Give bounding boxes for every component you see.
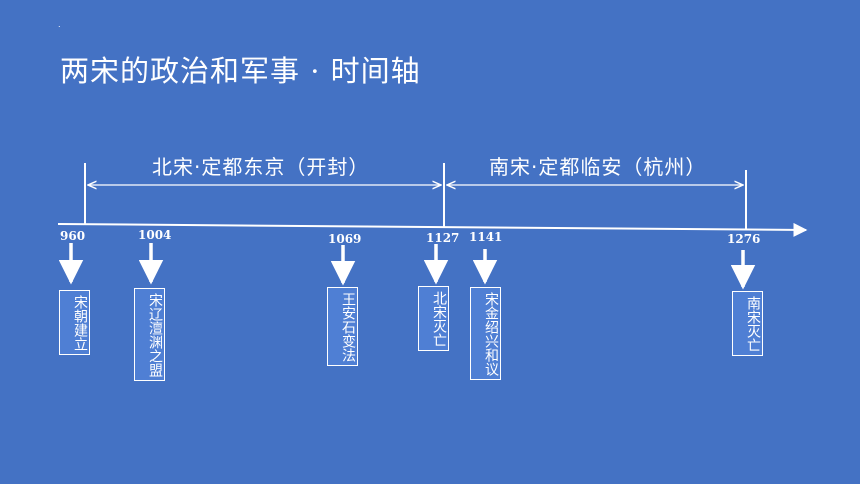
event-box: 南宋灭亡 (732, 291, 763, 356)
page-title: 两宋的政治和军事 · 时间轴 (60, 54, 421, 88)
event-box: 宋金绍兴和议 (470, 287, 501, 380)
corner-mark: . (58, 20, 61, 29)
year-label: 1127 (426, 231, 460, 245)
year-label: 1069 (328, 232, 362, 246)
year-label: 960 (60, 229, 86, 243)
year-label: 1004 (138, 228, 172, 242)
event-box: 王安石变法 (327, 287, 358, 366)
timeline-axis (57, 222, 808, 237)
event-box: 北宋灭亡 (418, 286, 449, 351)
period-label-north: 北宋·定都东京（开封） (152, 155, 370, 179)
event-box: 宋辽澶渊之盟 (134, 288, 165, 381)
year-label: 1141 (469, 230, 503, 244)
year-label: 1276 (727, 232, 761, 246)
period-label-south: 南宋·定都临安（杭州） (489, 155, 707, 179)
event-box: 宋朝建立 (59, 290, 90, 355)
